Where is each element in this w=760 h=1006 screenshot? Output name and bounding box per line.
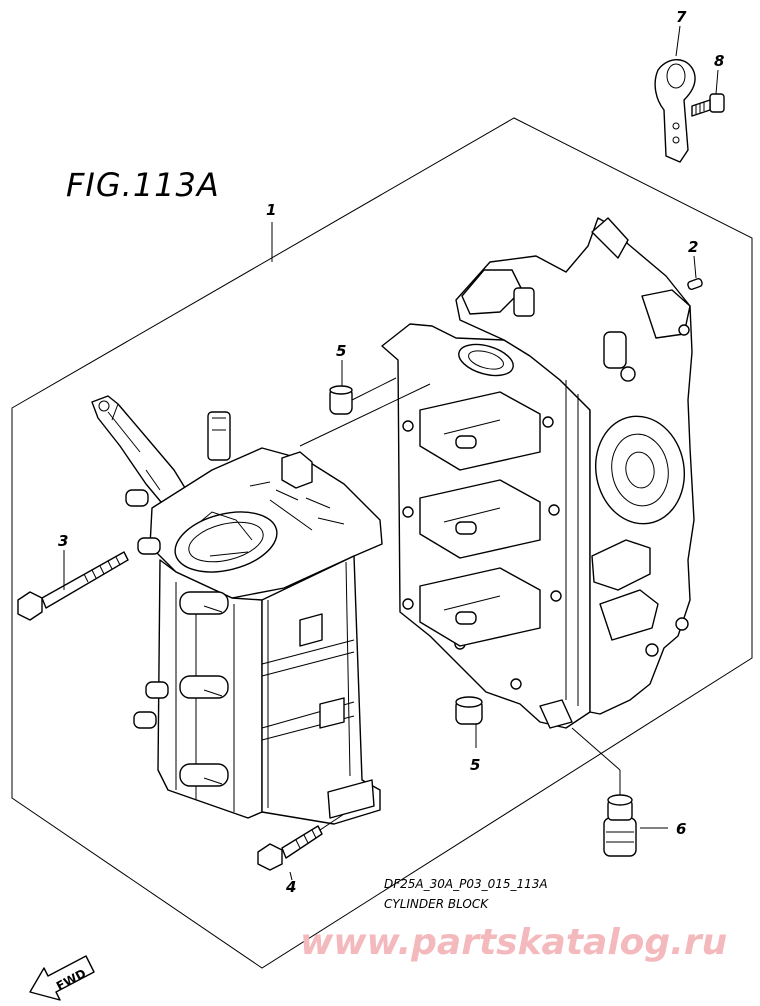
leader-line-1-body	[269, 499, 313, 531]
crankcase-half	[381, 217, 695, 729]
water-fitting-part	[603, 794, 637, 857]
leader-line-7	[675, 25, 681, 57]
leader-line-5-upper	[347, 377, 397, 403]
hanger-bolt-part	[691, 93, 725, 117]
callout-6: 6	[676, 820, 686, 838]
callout-3: 3	[58, 532, 68, 550]
callout-5-upper: 5	[336, 342, 346, 360]
callout-8: 8	[714, 52, 724, 70]
assembly-guide-line	[299, 383, 431, 447]
callout-7: 7	[676, 8, 687, 26]
drawing-code: DF25A_30A_P03_015_113A	[384, 877, 548, 891]
assembly-outline	[11, 117, 753, 969]
callout-4: 4	[285, 878, 296, 896]
dowel-part-lower	[455, 696, 483, 725]
engine-hanger-part	[654, 59, 696, 163]
leader-line-4	[289, 871, 293, 881]
fwd-arrow-icon: FWD	[29, 955, 95, 1001]
dowel-part-upper	[329, 385, 353, 415]
leader-line-8	[715, 69, 719, 95]
short-bolt-part	[257, 825, 323, 871]
callout-2: 2	[688, 238, 698, 256]
diagram-caption: CYLINDER BLOCK	[384, 897, 489, 911]
long-bolt-part	[17, 551, 129, 621]
leader-line-6	[571, 727, 621, 771]
leader-line-2	[693, 255, 697, 279]
leader-line-4-axis	[319, 813, 345, 831]
figure-title: FIG.113A	[66, 166, 220, 204]
watermark: www.partskatalog.ru	[300, 922, 727, 963]
callout-5-lower: 5	[470, 756, 480, 774]
callout-1: 1	[266, 201, 276, 219]
cylinder-block	[91, 395, 383, 825]
dowel-pin-part	[687, 277, 703, 291]
